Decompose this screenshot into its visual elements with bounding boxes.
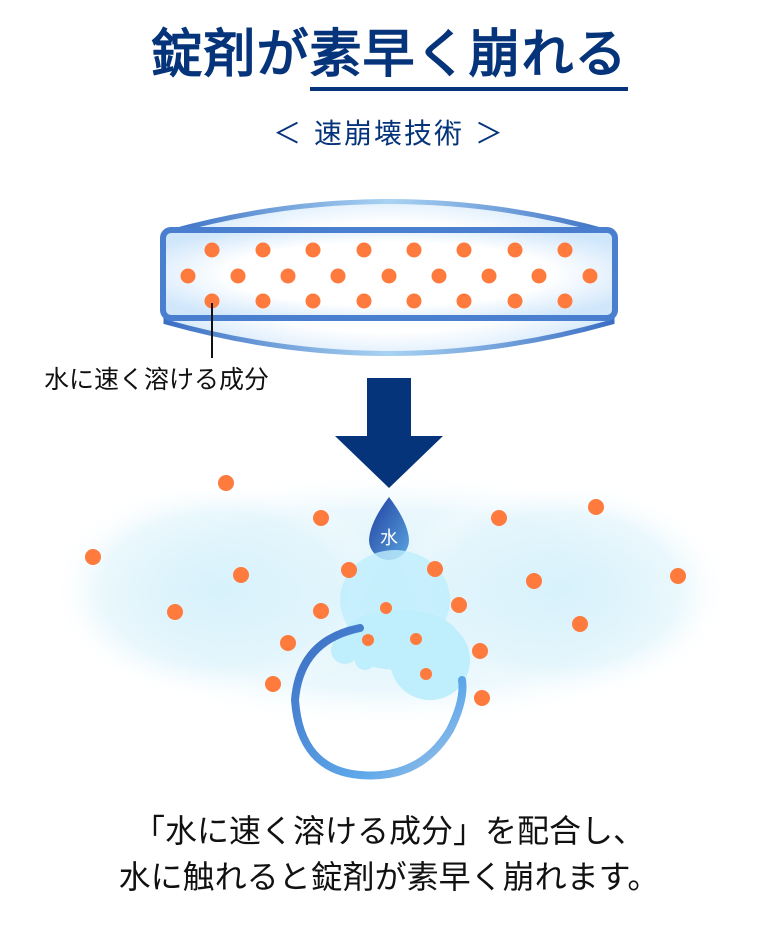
caption-line1: 「水に速く溶ける成分」を配合し、 xyxy=(132,812,645,850)
title-part2-underlined: 素早く崩れる xyxy=(309,25,628,91)
water-splash xyxy=(331,550,470,700)
subtitle: ＜ 速崩壊技術 ＞ xyxy=(273,117,505,150)
caption: 「水に速く溶ける成分」を配合し、 水に触れると錠剤が素早く崩れます。 xyxy=(0,808,778,900)
released-particles xyxy=(85,475,686,706)
water-drop-icon xyxy=(369,497,409,560)
down-arrow-icon xyxy=(335,378,443,488)
title-part1: 錠剤が xyxy=(150,25,310,85)
tablet-intact xyxy=(160,199,618,358)
caption-line2: 水に触れると錠剤が素早く崩れます。 xyxy=(118,858,660,896)
page-title: 錠剤が素早く崩れる xyxy=(0,22,778,91)
ingredient-label: 水に速く溶ける成分 xyxy=(44,365,270,394)
dissolving-tablet xyxy=(290,624,467,780)
ingredient-dots xyxy=(180,242,598,309)
water-drop-label: 水 xyxy=(380,528,398,549)
